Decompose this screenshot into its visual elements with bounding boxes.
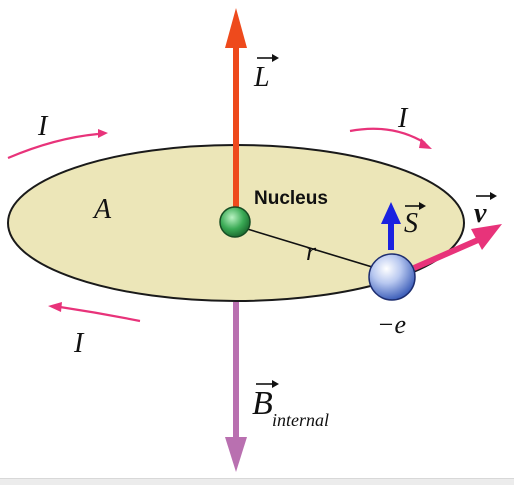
velocity-label: v	[474, 192, 497, 229]
current-arrow-top-left	[7, 129, 108, 160]
spin-arrow	[381, 202, 401, 250]
velocity-arrow	[412, 224, 502, 271]
svg-text:v: v	[474, 198, 487, 229]
svg-text:B: B	[252, 385, 273, 422]
electron-charge-label: −e	[377, 310, 406, 339]
current-arrow-top-right	[349, 127, 432, 149]
b-internal-label: B internal	[252, 380, 329, 430]
nucleus-label: Nucleus	[254, 188, 328, 209]
b-internal-arrow	[225, 302, 247, 472]
radius-label: r	[306, 237, 317, 266]
electron	[368, 253, 416, 301]
current-arrow-bottom-left	[48, 302, 141, 323]
current-label-top-left: I	[37, 111, 49, 142]
svg-text:S: S	[404, 208, 418, 239]
area-label: A	[92, 194, 112, 225]
bottom-border-strip	[0, 478, 514, 485]
spin-label: S	[404, 202, 426, 239]
current-label-bottom-left: I	[73, 328, 85, 359]
angular-momentum-label: L	[253, 54, 279, 93]
angular-momentum-arrow	[225, 8, 247, 222]
svg-text:L: L	[253, 62, 270, 93]
svg-text:internal: internal	[272, 410, 329, 430]
nucleus	[219, 206, 251, 238]
current-label-top-right: I	[397, 103, 409, 134]
